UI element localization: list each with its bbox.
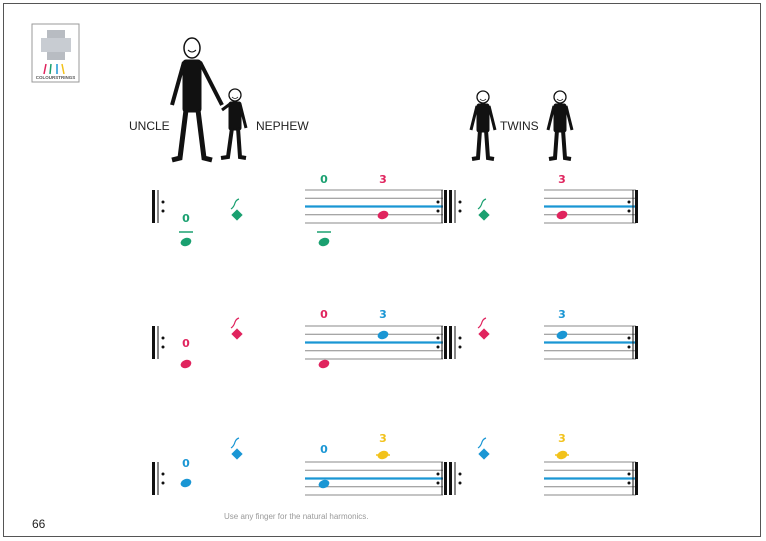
repeat-dot bbox=[161, 209, 165, 213]
note-head bbox=[318, 479, 330, 489]
repeat-dot bbox=[161, 200, 165, 204]
finger-number: 0 bbox=[320, 443, 328, 456]
nephew-label: NEPHEW bbox=[256, 119, 309, 133]
harmonic-squiggle-icon bbox=[477, 317, 487, 329]
repeat-dot bbox=[627, 481, 631, 485]
exercise-row: 0 0 3 3 bbox=[152, 308, 638, 369]
repeat-dot bbox=[458, 209, 462, 213]
footer-note: Use any finger for the natural harmonics… bbox=[224, 512, 369, 521]
thick-barline bbox=[635, 190, 638, 223]
uncle-label: UNCLE bbox=[129, 119, 170, 133]
thick-barline bbox=[152, 462, 155, 495]
note-head bbox=[556, 210, 568, 220]
repeat-dot bbox=[627, 472, 631, 476]
harmonic-squiggle-icon bbox=[230, 198, 240, 210]
note-head bbox=[180, 359, 192, 369]
note-head bbox=[318, 237, 330, 247]
repeat-dot bbox=[458, 481, 462, 485]
repeat-dot bbox=[436, 472, 440, 476]
note-head bbox=[377, 450, 389, 460]
repeat-dot bbox=[458, 200, 462, 204]
harmonic-squiggle-icon bbox=[477, 198, 487, 210]
harmonic-diamond-icon bbox=[231, 448, 243, 460]
finger-number: 0 bbox=[182, 457, 190, 470]
note-head bbox=[318, 359, 330, 369]
repeat-dot bbox=[458, 336, 462, 340]
exercise-row: 0 0 3 3 bbox=[152, 432, 638, 496]
logo-text: COLOURSTRINGS bbox=[36, 75, 76, 80]
note-head bbox=[377, 330, 389, 340]
twin-figure-left bbox=[469, 90, 497, 161]
harmonic-diamond-icon bbox=[478, 448, 490, 460]
finger-number: 0 bbox=[182, 212, 190, 225]
finger-number: 0 bbox=[182, 337, 190, 350]
note-head bbox=[556, 330, 568, 340]
thick-barline bbox=[449, 462, 452, 495]
repeat-dot bbox=[436, 209, 440, 213]
repeat-dot bbox=[436, 481, 440, 485]
repeat-dot bbox=[627, 200, 631, 204]
finger-number: 3 bbox=[379, 173, 387, 186]
repeat-dot bbox=[627, 336, 631, 340]
thick-barline bbox=[635, 462, 638, 495]
page-border bbox=[3, 3, 761, 537]
note-head bbox=[377, 210, 389, 220]
finger-number: 0 bbox=[320, 308, 328, 321]
note-head bbox=[556, 450, 568, 460]
harmonic-diamond-icon bbox=[478, 328, 490, 340]
harmonic-diamond-icon bbox=[478, 209, 490, 221]
thick-barline bbox=[152, 326, 155, 359]
finger-number: 3 bbox=[379, 308, 387, 321]
exercise-row: 0 0 3 3 bbox=[152, 173, 638, 247]
note-head bbox=[180, 478, 192, 488]
thick-barline bbox=[152, 190, 155, 223]
twin-figure-right bbox=[546, 90, 574, 161]
repeat-dot bbox=[436, 336, 440, 340]
harmonic-diamond-icon bbox=[231, 328, 243, 340]
finger-number: 3 bbox=[558, 308, 566, 321]
repeat-dot bbox=[627, 345, 631, 349]
twins-label: TWINS bbox=[500, 119, 539, 133]
harmonic-squiggle-icon bbox=[230, 317, 240, 329]
thick-barline bbox=[635, 326, 638, 359]
harmonic-diamond-icon bbox=[231, 209, 243, 221]
repeat-dot bbox=[627, 209, 631, 213]
colourstrings-logo: COLOURSTRINGS bbox=[31, 23, 80, 83]
note-head bbox=[180, 237, 192, 247]
repeat-dot bbox=[436, 345, 440, 349]
finger-number: 3 bbox=[558, 432, 566, 445]
harmonic-squiggle-icon bbox=[477, 437, 487, 449]
finger-number: 0 bbox=[320, 173, 328, 186]
nephew-figure bbox=[220, 88, 248, 160]
repeat-dot bbox=[161, 336, 165, 340]
page-number: 66 bbox=[32, 517, 46, 531]
repeat-dot bbox=[161, 472, 165, 476]
thick-barline bbox=[449, 190, 452, 223]
thick-barline bbox=[449, 326, 452, 359]
finger-number: 3 bbox=[558, 173, 566, 186]
repeat-dot bbox=[161, 481, 165, 485]
repeat-dot bbox=[161, 345, 165, 349]
thick-barline bbox=[444, 326, 447, 359]
thick-barline bbox=[444, 462, 447, 495]
finger-number: 3 bbox=[379, 432, 387, 445]
repeat-dot bbox=[458, 345, 462, 349]
repeat-dot bbox=[458, 472, 462, 476]
uncle-figure bbox=[170, 37, 224, 163]
harmonic-squiggle-icon bbox=[230, 437, 240, 449]
repeat-dot bbox=[436, 200, 440, 204]
thick-barline bbox=[444, 190, 447, 223]
